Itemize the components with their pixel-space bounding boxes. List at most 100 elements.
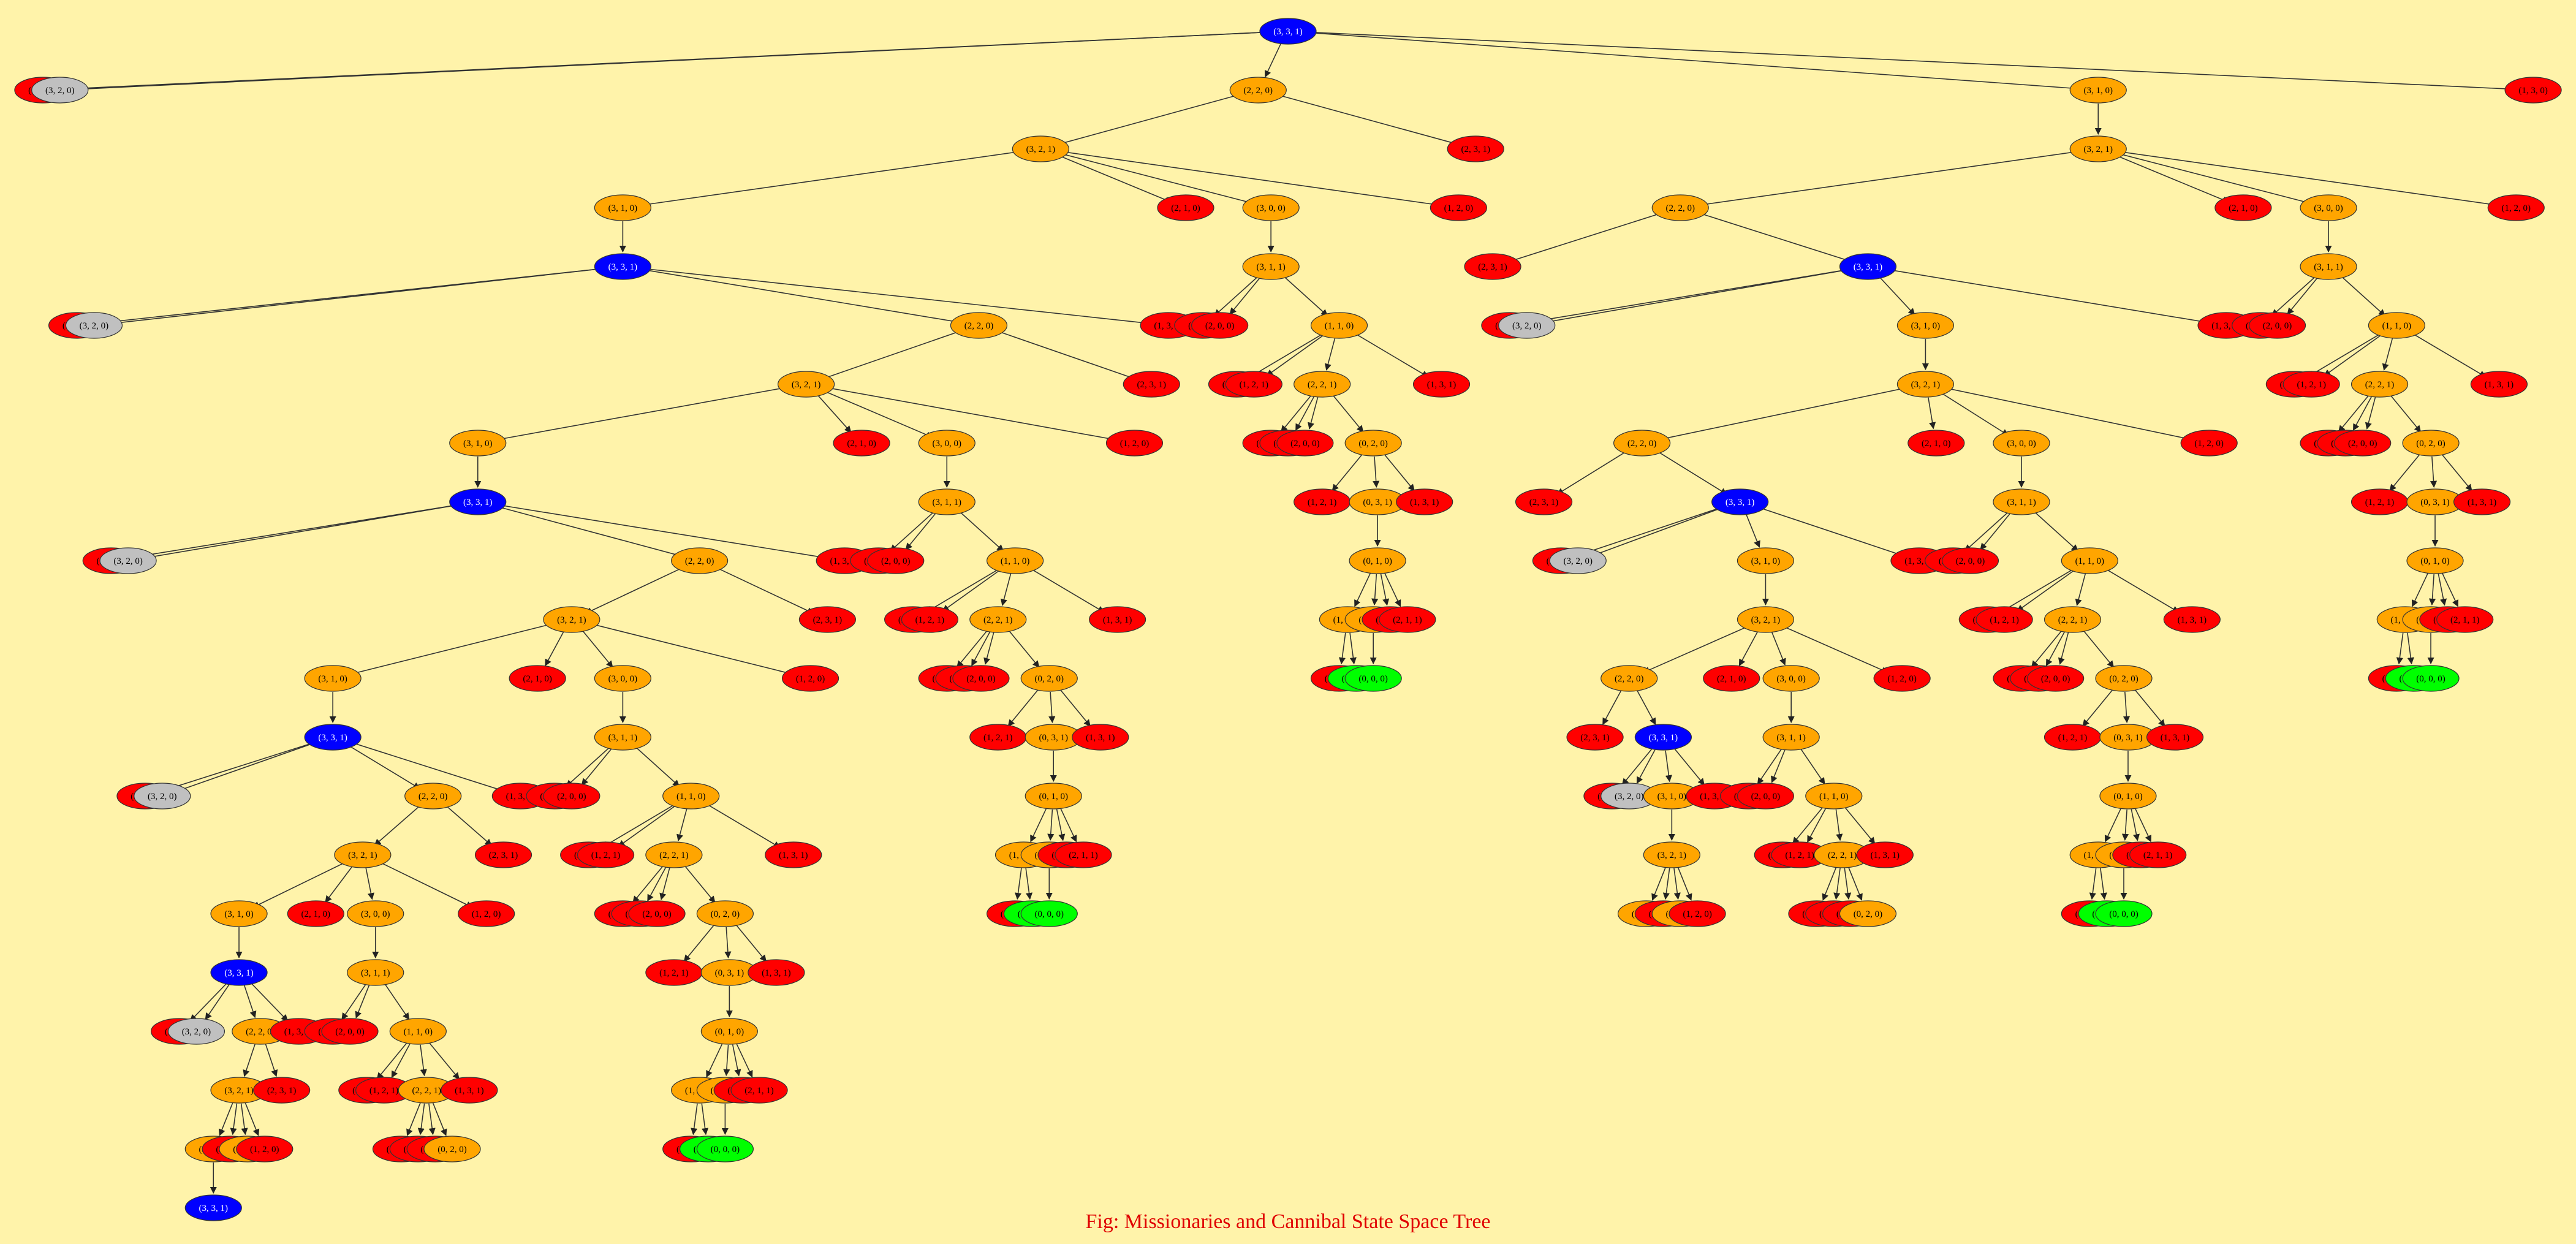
state-node-expanded: (3, 0, 0): [594, 665, 651, 692]
state-node-shape: [1310, 312, 1368, 339]
state-node-shape: [1737, 606, 1795, 633]
state-node-shape: [423, 1136, 481, 1162]
tree-edge: [2133, 688, 2165, 727]
state-node-repeated: (3, 2, 0): [31, 77, 89, 104]
tree-edge: [1349, 632, 1357, 665]
tree-edge: [2134, 808, 2151, 843]
tree-edge: [683, 865, 716, 903]
state-node-shape: [2099, 783, 2157, 810]
state-node-shape: [404, 783, 462, 810]
state-node-shape: [1762, 665, 1820, 692]
tree-edge: [2411, 572, 2429, 607]
state-node-shape: [748, 959, 805, 986]
state-node-label: (0, 1, 0): [715, 1027, 744, 1037]
state-node-invalid: (1, 2, 1): [1294, 488, 1351, 515]
state-node-label: (0, 3, 1): [715, 968, 744, 978]
state-node-label: (0, 3, 1): [1039, 733, 1068, 743]
state-node-shape: [2453, 488, 2511, 515]
state-node-label: (3, 3, 1): [608, 262, 638, 272]
state-node-shape: [389, 1018, 447, 1045]
state-node-label: (3, 1, 0): [1657, 792, 1687, 802]
state-node-invalid: (1, 2, 1): [645, 959, 703, 986]
state-node-shape: [441, 1077, 498, 1104]
state-node-label: (3, 2, 1): [348, 851, 377, 860]
tree-edge: [1673, 747, 1705, 786]
state-node-shape: [2061, 547, 2118, 574]
state-node-shape: [1276, 430, 1334, 457]
state-node-label: (2, 3, 1): [1529, 498, 1559, 507]
tree-edge: [1677, 867, 1692, 901]
state-node-invalid: (2, 3, 1): [474, 841, 532, 868]
tree-edge: [2382, 338, 2393, 371]
tree-edge: [1621, 747, 1654, 786]
tree-edge: [1324, 338, 1336, 371]
state-node-invalid: (1, 2, 0): [1430, 194, 1487, 221]
state-node-expanded: (3, 0, 0): [1993, 430, 2050, 457]
state-node-label: (1, 3, 1): [762, 968, 791, 978]
tree-edge: [1746, 514, 1760, 548]
tree-edge: [1673, 868, 1681, 900]
state-node-label: (2, 1, 0): [1922, 439, 1951, 449]
state-node-expanded: (3, 2, 1): [778, 371, 835, 398]
state-node-label: (1, 2, 1): [915, 615, 945, 625]
state-node-shape: [2180, 430, 2238, 457]
state-node-invalid: (1, 3, 1): [1856, 841, 1914, 868]
state-node-label: (1, 3, 1): [455, 1086, 484, 1096]
state-node-label: (3, 1, 1): [1256, 262, 1286, 272]
state-node-invalid: (1, 3, 1): [2453, 488, 2511, 515]
state-node-shape: [1993, 488, 2050, 515]
tree-edge: [2113, 151, 2314, 206]
state-node-expanded: (2, 2, 1): [2044, 606, 2102, 633]
state-node-shape: [2095, 900, 2153, 927]
state-node-label: (3, 1, 0): [1911, 321, 1941, 331]
state-node-label: (1, 2, 0): [1683, 909, 1712, 919]
state-node-label: (3, 0, 0): [608, 674, 638, 684]
state-node-label: (3, 2, 0): [182, 1027, 211, 1037]
tree-edge: [713, 566, 814, 614]
tree-edge: [2430, 456, 2438, 488]
state-node-invalid: (1, 2, 1): [1976, 606, 2033, 633]
edges-layer: [58, 31, 2518, 1194]
state-node-shape: [1839, 253, 1897, 280]
state-node-invalid: (1, 3, 1): [765, 841, 822, 868]
state-node-shape: [1025, 783, 1082, 810]
state-node-shape: [31, 77, 89, 104]
tree-edge: [1665, 750, 1672, 783]
state-node-shape: [1191, 312, 1249, 339]
state-node-invalid: (2, 0, 0): [1191, 312, 1249, 339]
state-node-label: (3, 0, 0): [2314, 203, 2343, 213]
state-node-label: (2, 0, 0): [1290, 439, 1320, 449]
state-node-shape: [1379, 606, 1436, 633]
tree-edge: [1048, 691, 1056, 724]
tree-edge: [2438, 574, 2447, 606]
tree-edge: [1800, 748, 1825, 785]
tree-edge: [1384, 572, 1401, 607]
state-node-label: (3, 1, 0): [1751, 556, 1781, 566]
state-node-expanded: (3, 1, 0): [1737, 547, 1795, 574]
state-node-shape: [2129, 841, 2187, 868]
state-node-goal: (0, 0, 0): [1344, 665, 1402, 692]
state-node-invalid: (2, 0, 0): [1276, 430, 1334, 457]
state-node-shape: [2214, 194, 2272, 221]
state-node-label: (2, 2, 1): [1828, 851, 1857, 860]
state-node-shape: [1412, 371, 1471, 398]
state-node-shape: [2027, 665, 2085, 692]
state-node-shape: [2334, 430, 2392, 457]
state-node-label: (3, 2, 0): [1512, 321, 1542, 331]
state-node-label: (3, 2, 0): [1563, 556, 1593, 566]
state-node-expanded: (1, 1, 0): [1310, 312, 1368, 339]
state-node-shape: [1839, 900, 1897, 927]
tree-edge: [1602, 689, 1622, 726]
state-node-shape: [781, 665, 839, 692]
tree-edge: [706, 1043, 723, 1078]
tree-edge: [2045, 631, 2066, 667]
state-node-start: (3, 3, 1): [210, 959, 268, 986]
state-node-label: (3, 1, 0): [2083, 86, 2113, 96]
tree-edge: [1980, 512, 2012, 550]
state-node-expanded: (0, 3, 1): [700, 959, 758, 986]
tree-edge: [1332, 394, 1364, 433]
state-node-invalid: (1, 3, 1): [1089, 606, 1146, 633]
tree-edge: [634, 745, 680, 787]
state-node-shape: [2402, 665, 2460, 692]
state-node-label: (3, 1, 1): [2007, 498, 2036, 507]
